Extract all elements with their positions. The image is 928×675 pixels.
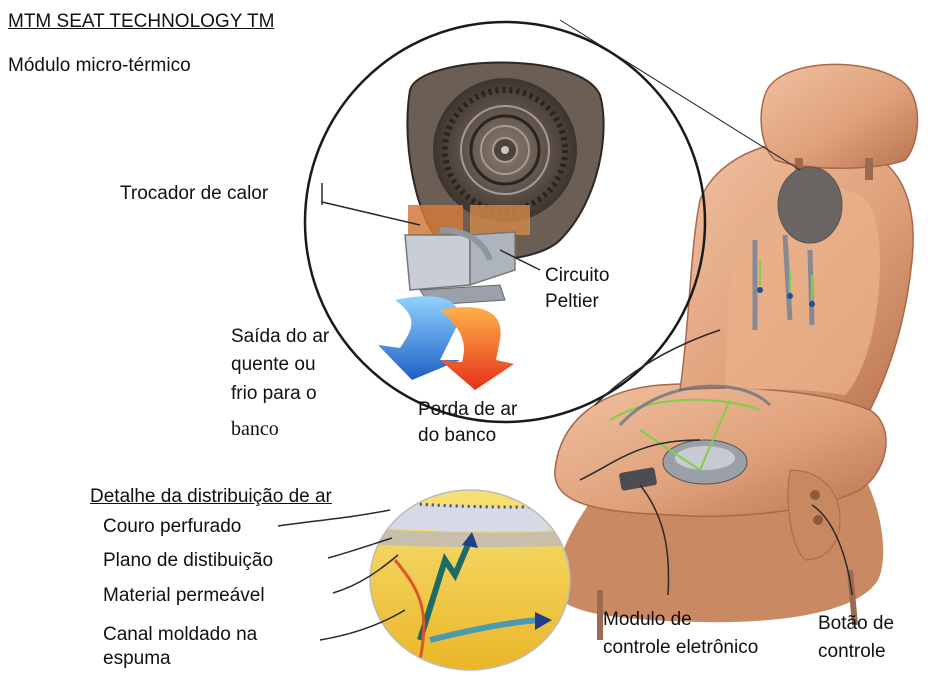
- label-perforated-leather: Couro perfurado: [103, 515, 241, 538]
- distribution-detail-illustration: [360, 480, 590, 675]
- label-peltier-line2: Peltier: [545, 290, 599, 313]
- car-seat-illustration: [555, 64, 918, 640]
- label-air-loss-line2: do banco: [418, 424, 496, 447]
- label-air-out-line3: frio para o: [231, 382, 317, 405]
- label-air-out-line1: Saída do ar: [231, 325, 329, 348]
- label-air-out-line2: quente ou: [231, 353, 316, 376]
- label-control-button-line2: controle: [818, 640, 886, 663]
- page-title: MTM SEAT TECHNOLOGY TM: [8, 10, 274, 33]
- label-molded-channel-line2: espuma: [103, 647, 171, 670]
- label-permeable-material: Material permeável: [103, 584, 265, 607]
- label-distribution-plane: Plano de distibuição: [103, 549, 273, 572]
- label-peltier-line1: Circuito: [545, 264, 609, 287]
- label-molded-channel-line1: Canal moldado na: [103, 623, 257, 646]
- label-control-module-line2: controle eletrônico: [603, 636, 758, 659]
- label-air-out-line4: banco: [231, 418, 279, 441]
- label-control-button-line1: Botão de: [818, 612, 894, 635]
- label-air-loss-line1: Perda de ar: [418, 398, 517, 421]
- hot-air-arrow: [440, 307, 514, 390]
- page-subtitle: Módulo micro-térmico: [8, 54, 191, 77]
- label-heat-exchanger: Trocador de calor: [120, 182, 268, 205]
- distribution-detail-title: Detalhe da distribuição de ar: [90, 485, 332, 508]
- label-control-module-line1: Modulo de: [603, 608, 692, 631]
